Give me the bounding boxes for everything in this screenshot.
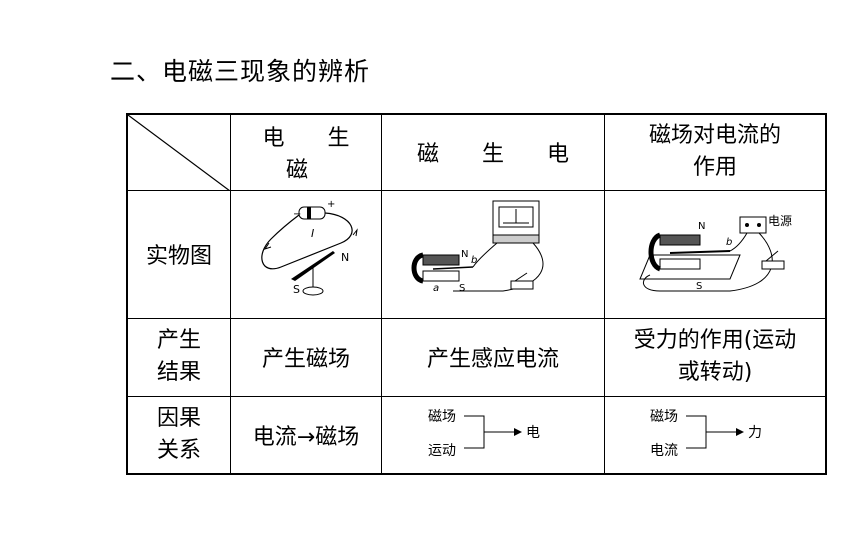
figure-motor: N S b 电源 <box>604 189 827 319</box>
current-arrow-icon <box>352 228 358 237</box>
result-text: 产生磁场 <box>261 347 350 372</box>
galvanometer-icon <box>492 200 540 244</box>
header-force-on-current: 磁场对电流的 作用 <box>604 113 827 191</box>
north-pole-label: N <box>461 249 468 260</box>
battery-icon <box>298 206 326 220</box>
wire <box>472 242 498 268</box>
north-pole-label: N <box>698 221 705 232</box>
header-electric-to-magnetic: 电 生 磁 <box>230 113 382 191</box>
south-pole-label: S <box>459 283 465 294</box>
wire <box>729 232 748 252</box>
header-label-line2: 作用 <box>692 155 737 181</box>
row-label-figure: 实物图 <box>126 189 231 319</box>
output-label: 电 <box>526 424 540 441</box>
causal-text: 电流→磁场 <box>252 424 360 450</box>
causal-diagram: 磁场 电流 力 <box>650 402 780 462</box>
row-label-result: 产生 结果 <box>126 317 231 397</box>
header-row: 电 生 磁 磁 生 电 磁场对电流的 作用 <box>126 113 827 191</box>
battery-minus-label: − <box>293 209 301 220</box>
oersted-experiment-illustration: + − I N S <box>261 199 358 296</box>
power-supply-icon <box>739 216 767 234</box>
header-label: 电 生 磁 <box>262 126 368 184</box>
bracket-arrow <box>686 415 744 449</box>
input-label: 运动 <box>428 442 456 459</box>
row-label: 实物图 <box>145 244 212 269</box>
switch-icon <box>510 272 534 290</box>
row-label-line2: 关系 <box>156 437 201 463</box>
row-label-line2: 结果 <box>156 360 201 385</box>
input-label: 磁场 <box>428 408 456 425</box>
power-supply-label: 电源 <box>768 214 792 228</box>
result-cell: 产生磁场 <box>230 317 382 397</box>
diagonal-line <box>128 115 230 191</box>
horseshoe-magnet-icon <box>648 232 701 272</box>
south-pole-label: S <box>696 281 702 292</box>
point-b-label: b <box>471 255 477 266</box>
compass-needle-icon <box>291 251 335 296</box>
switch-icon <box>761 250 785 270</box>
result-cell: 受力的作用(运动 或转动) <box>604 317 827 397</box>
point-a-label: a <box>433 283 439 294</box>
point-b-label: b <box>726 237 732 248</box>
current-arrow-icon <box>263 242 272 250</box>
diagonal-header-cell <box>126 113 231 191</box>
north-pole-label: N <box>341 251 349 264</box>
header-label-line1: 磁场对电流的 <box>648 123 781 149</box>
current-label: I <box>311 227 314 240</box>
row-label-line1: 产生 <box>156 328 201 353</box>
causal-cell: 磁场 运动 电 <box>381 395 605 475</box>
comparison-table: 电 生 磁 磁 生 电 磁场对电流的 作用 实物图 + − <box>126 113 827 475</box>
result-text: 产生感应电流 <box>426 347 559 372</box>
conductor-rod <box>432 266 474 270</box>
south-pole-label: S <box>293 283 300 296</box>
row-label-line1: 因果 <box>156 405 201 431</box>
row-label-causal: 因果 关系 <box>126 395 231 475</box>
result-text-line2: 或转动) <box>677 360 753 385</box>
bracket-arrow <box>464 415 522 449</box>
causal-cell: 磁场 电流 力 <box>604 395 827 475</box>
figure-induction: N S b a <box>381 189 605 319</box>
figure-row: 实物图 + − I <box>126 189 827 319</box>
motor-experiment-illustration: N S b 电源 <box>639 214 792 292</box>
causal-diagram: 磁场 运动 电 <box>428 402 558 462</box>
wire <box>642 232 773 292</box>
result-text-line1: 受力的作用(运动 <box>633 328 797 353</box>
induction-experiment-illustration: N S b a <box>411 200 544 294</box>
header-label: 磁 生 电 <box>417 142 587 168</box>
wire-loop <box>261 212 353 270</box>
causal-row: 因果 关系 电流→磁场 磁场 运动 电 磁场 <box>126 395 827 475</box>
result-row: 产生 结果 产生磁场 产生感应电流 受力的作用(运动 或转动) <box>126 317 827 397</box>
wire <box>453 242 544 292</box>
result-cell: 产生感应电流 <box>381 317 605 397</box>
output-label: 力 <box>748 424 762 441</box>
input-label: 电流 <box>650 442 678 459</box>
horseshoe-magnet-icon <box>411 252 460 284</box>
rail <box>669 250 731 254</box>
causal-cell: 电流→磁场 <box>230 395 382 475</box>
section-heading: 二、电磁三现象的辨析 <box>110 57 371 86</box>
battery-plus-label: + <box>327 199 335 210</box>
header-magnetic-to-electric: 磁 生 电 <box>381 113 605 191</box>
input-label: 磁场 <box>650 408 678 425</box>
figure-oersted: + − I N S <box>230 189 382 319</box>
